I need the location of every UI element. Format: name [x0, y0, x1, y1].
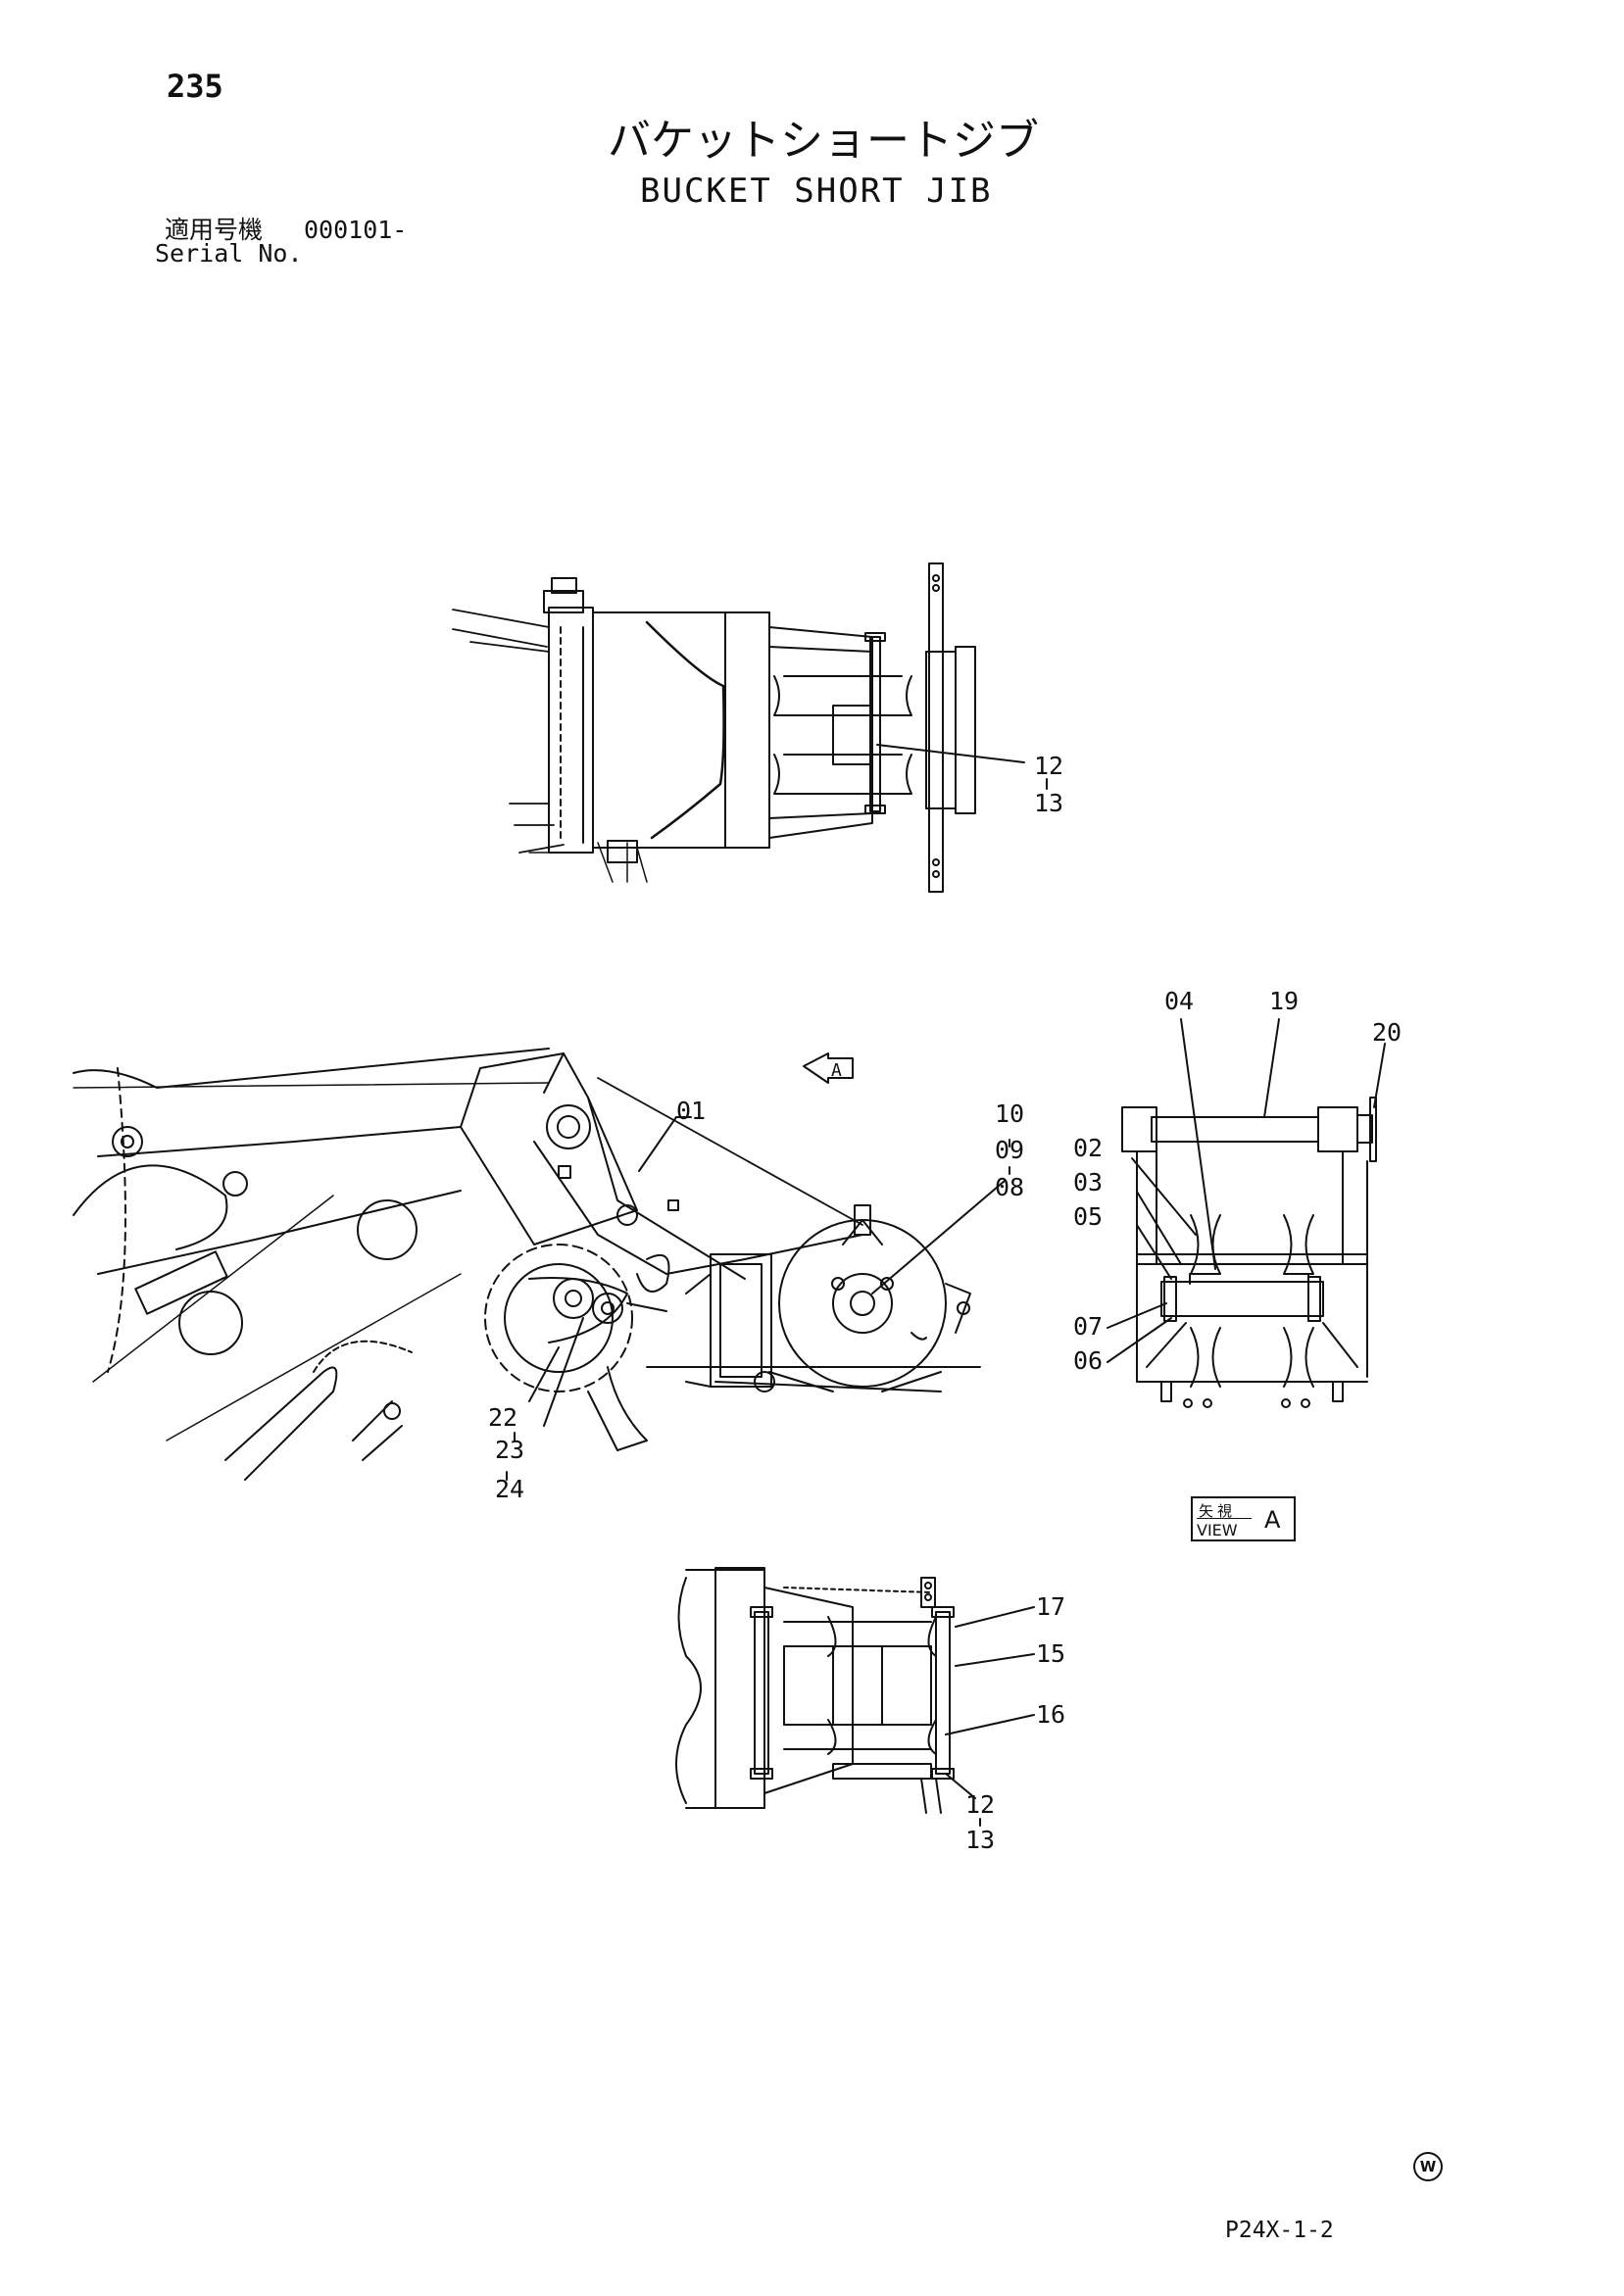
side-view: A 01 10 09 08 22 23 24: [73, 1048, 1024, 1503]
callout-05: 05: [1073, 1202, 1103, 1231]
callout-09: 09: [995, 1136, 1024, 1164]
callout-12-bottom: 12: [965, 1790, 995, 1819]
callout-12-top: 12: [1034, 752, 1063, 780]
callout-20: 20: [1372, 1018, 1402, 1047]
w-circle-mark: W: [1413, 2152, 1443, 2181]
title-japanese: バケットショートジブ: [608, 116, 1039, 166]
title-english: BUCKET SHORT JIB: [640, 171, 993, 211]
document-code: P24X-1-2: [1225, 2218, 1334, 2243]
view-a: 04 19 20 02 03 05 07 06: [1073, 987, 1402, 1408]
callout-01: 01: [676, 1097, 706, 1125]
view-label-divider: [1197, 1518, 1252, 1519]
view-label-japanese: 矢視: [1199, 1502, 1237, 1520]
callout-06: 06: [1073, 1346, 1103, 1375]
callout-19: 19: [1269, 987, 1299, 1015]
page-number: 235: [167, 68, 223, 105]
bottom-view: 17 15 16 12 13: [675, 1567, 1065, 1854]
serial-label-japanese: 適用号機: [165, 216, 264, 244]
serial-label-english: Serial No.: [155, 239, 303, 268]
callout-15: 15: [1036, 1639, 1065, 1668]
view-arrow-letter: A: [831, 1060, 842, 1081]
callout-23: 23: [495, 1436, 524, 1464]
view-label-english: VIEW: [1197, 1521, 1238, 1539]
callout-08: 08: [995, 1173, 1024, 1201]
callout-10: 10: [995, 1099, 1024, 1128]
callout-17: 17: [1036, 1592, 1065, 1621]
callout-13-bottom: 13: [965, 1826, 995, 1854]
callout-16: 16: [1036, 1700, 1065, 1729]
view-a-label-box: 矢視 VIEW A: [1191, 1496, 1296, 1541]
callout-02: 02: [1073, 1134, 1103, 1162]
callout-13-top: 13: [1034, 789, 1063, 817]
view-label-letter: A: [1264, 1506, 1281, 1534]
callout-22: 22: [488, 1403, 517, 1432]
callout-07: 07: [1073, 1312, 1103, 1341]
callout-04: 04: [1164, 987, 1194, 1015]
callout-03: 03: [1073, 1168, 1103, 1197]
callout-24: 24: [495, 1475, 524, 1503]
serial-value: 000101-: [304, 216, 408, 244]
top-view: 12 13: [452, 562, 1063, 893]
